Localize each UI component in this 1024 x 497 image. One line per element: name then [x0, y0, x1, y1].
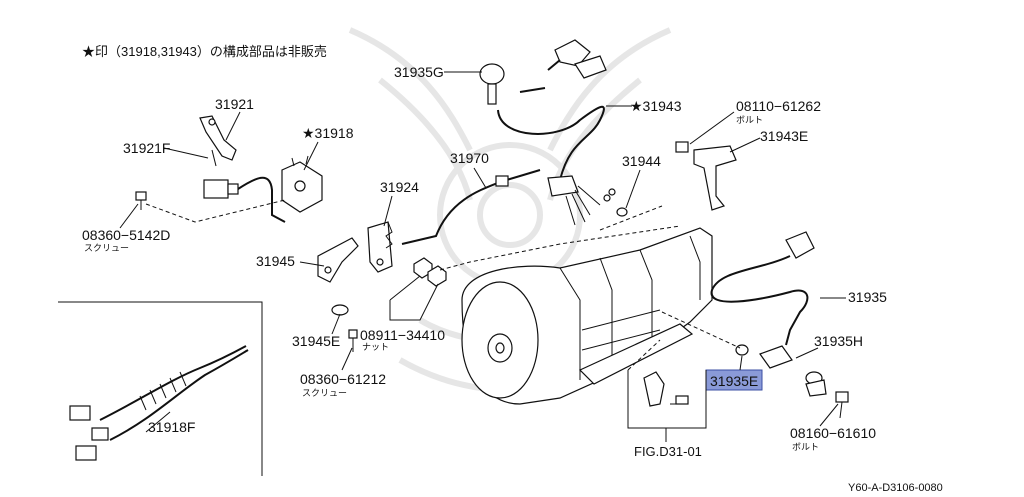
label-31935H: 31935H: [814, 333, 863, 349]
leader-08360-61212: [341, 347, 353, 371]
dashed-link-harness: [599, 205, 663, 231]
label-31945: 31945: [256, 253, 295, 269]
part-nut-08911: [413, 257, 447, 287]
label-31918F: 31918F: [148, 419, 195, 435]
label-08360-61212-sub: スクリュー: [302, 388, 347, 398]
part-31935G-clamp: [479, 63, 546, 105]
dashed-link-31935E: [661, 311, 741, 349]
part-31943-connectors: [547, 39, 607, 79]
label-08360-61212: 08360−61212: [300, 371, 386, 387]
leader-31943E: [729, 137, 761, 153]
harness-wire-31943: [497, 105, 605, 181]
part-harness-branch: [547, 175, 616, 226]
leader-31918: [303, 141, 319, 171]
leader-31918F: [145, 411, 171, 433]
diagram-code: Y60-A-D3106-0080: [848, 482, 943, 494]
part-31935-cable: [710, 231, 815, 346]
part-screw-08360-61212: [348, 329, 358, 352]
label-31943E: 31943E: [760, 128, 808, 144]
label-31918: ★31918: [302, 125, 354, 141]
label-08160-sub: ボルト: [792, 442, 819, 452]
leader-31944: [625, 169, 641, 209]
leader-08911: [389, 275, 439, 321]
label-31921F: 31921F: [123, 140, 170, 156]
leader-31970: [473, 167, 487, 189]
part-31945E-washer: [331, 304, 349, 316]
dashed-link-nut-case: [439, 225, 681, 271]
part-31944-oring: [616, 207, 628, 217]
part-31918-switch: [281, 155, 323, 213]
label-31924: 31924: [380, 179, 419, 195]
part-screw-0836051420: [135, 191, 147, 210]
part-31943E-bracket: [693, 145, 737, 211]
leader-31924: [383, 195, 393, 227]
part-31924-plate: [367, 221, 393, 273]
label-0836051420-sub: スクリュー: [84, 243, 129, 253]
leader-31945: [299, 261, 325, 267]
leader-08160: [819, 403, 839, 427]
label-08911: 08911−34410: [360, 327, 445, 343]
note-text: ★印（31918,31943）の構成部品は非販売: [82, 44, 327, 59]
label-31935: 31935: [848, 289, 887, 305]
leader-31935E: [739, 355, 743, 371]
label-31935E: 31935E: [710, 373, 758, 389]
label-08110: 08110−61262: [736, 98, 821, 114]
leader-31921F: [163, 147, 209, 159]
label-31921: 31921: [215, 96, 254, 112]
label-31945E: 31945E: [292, 333, 340, 349]
label-08911-sub: ナット: [362, 342, 389, 352]
leader-31921: [225, 111, 241, 141]
part-31935E-oring: [735, 344, 749, 356]
label-31935G: 31935G: [394, 64, 444, 80]
part-08160-bolt: [835, 391, 849, 419]
part-31921-linkage: [199, 115, 237, 167]
label-08160: 08160−61610: [790, 425, 876, 441]
leader-31935H: [795, 347, 819, 359]
part-31970-rod: [401, 169, 541, 245]
leader-0836051420: [119, 203, 139, 229]
dashed-link-screw-switch: [145, 199, 286, 223]
part-connector-plug: [203, 176, 286, 223]
part-08110-bolt: [675, 141, 689, 153]
leader-31945E: [331, 313, 341, 335]
leader-08110: [689, 111, 735, 145]
part-transmission-assembly: [461, 227, 713, 405]
inset-31918F: [58, 301, 263, 476]
label-31944: 31944: [622, 153, 661, 169]
fig-reference-group: [627, 339, 707, 442]
part-31945-bracket: [317, 237, 359, 283]
label-31970: 31970: [450, 150, 489, 166]
part-31935H-sensor: [759, 345, 827, 397]
label-08110-sub: ボルト: [736, 115, 763, 125]
label-0836051420: 08360−5142D: [82, 227, 170, 243]
label-31943: ★31943: [630, 98, 682, 114]
fig-reference-link[interactable]: FIG.D31-01: [634, 444, 702, 459]
